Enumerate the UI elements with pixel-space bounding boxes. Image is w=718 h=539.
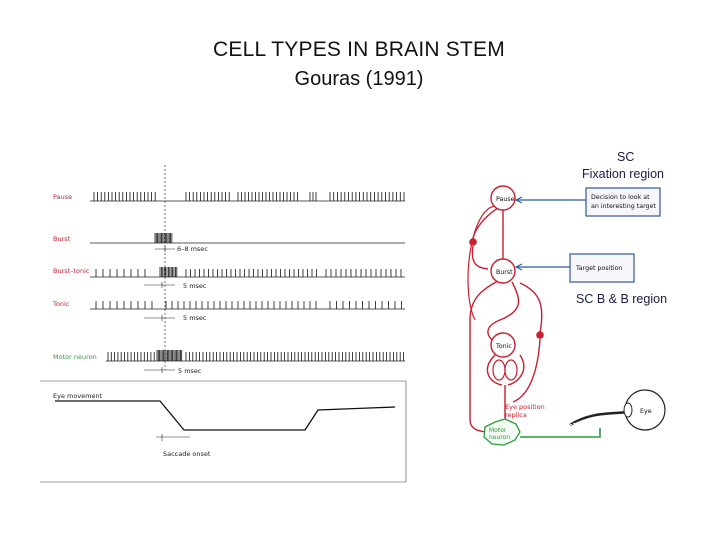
burst-spikes [154, 233, 173, 243]
eye-position-replica-1: Eye position [505, 403, 545, 411]
timing-annotation-3: 5 msec [144, 314, 207, 322]
integrator-left [492, 359, 506, 381]
spike-trains-panel: Pause Burst Burst–tonic Tonic Motor neur… [40, 165, 407, 483]
trace-label-pause: Pause [53, 193, 72, 201]
eye-movement-panel: Eye movement Saccade onset [40, 380, 407, 483]
timing-annotation-4: 5 msec [144, 367, 202, 375]
inhibitory-synapse-2 [536, 331, 544, 339]
motor-spikes [107, 350, 405, 361]
sc-fixation-label-1: SC [617, 150, 635, 164]
svg-text:neuron: neuron [489, 434, 510, 441]
svg-text:6–8 msec: 6–8 msec [177, 245, 208, 253]
timing-annotation-1: 6–8 msec [155, 245, 208, 253]
eye-movement-label: Eye movement [53, 392, 103, 400]
sc-fixation-label-2: Fixation region [582, 167, 664, 181]
svg-text:5 msec: 5 msec [178, 367, 202, 375]
pause-spikes [93, 192, 405, 201]
saccade-circuit-diagram: Pause Burst Tonic Eye position replica M… [467, 185, 666, 446]
eye-position-replica-2: replica [505, 411, 527, 419]
svg-text:Tonic: Tonic [495, 343, 512, 350]
burst-tonic-spikes [95, 267, 402, 277]
eye-position-trace [55, 400, 396, 431]
integrator-right [504, 359, 518, 381]
trace-label-motor-neuron: Motor neuron [53, 353, 97, 361]
slide-title: CELL TYPES IN BRAIN STEM [213, 38, 505, 61]
svg-text:Burst: Burst [496, 269, 513, 276]
inhibitory-synapse-1 [469, 238, 477, 246]
svg-text:Decision to look at: Decision to look at [591, 194, 650, 201]
decision-box [585, 187, 661, 217]
burst-to-motor [469, 279, 501, 433]
motor-neuron-cell [483, 418, 521, 446]
pause-neuron [490, 185, 516, 211]
saccade-onset-label: Saccade onset [163, 450, 211, 458]
eye-muscle [569, 410, 631, 427]
trace-label-burst-tonic: Burst–tonic [53, 267, 90, 275]
svg-text:Target position: Target position [575, 265, 622, 272]
motor-output-line [520, 428, 601, 438]
burst-neuron [490, 258, 516, 284]
svg-text:5 msec: 5 msec [183, 282, 207, 290]
tonic-spikes [95, 301, 402, 309]
sc-bb-region-label: SC B & B region [576, 292, 668, 306]
svg-text:an interesting target: an interesting target [591, 203, 656, 210]
target-position-box [569, 253, 635, 283]
svg-text:5 msec: 5 msec [183, 314, 207, 322]
timing-annotation-2: 5 msec [144, 282, 207, 290]
trace-label-burst: Burst [53, 235, 71, 243]
tonic-neuron [490, 332, 516, 358]
svg-text:Motor: Motor [489, 427, 507, 434]
slide-subtitle: Gouras (1991) [294, 68, 424, 90]
svg-text:Pause: Pause [496, 196, 515, 203]
eye-label: Eye [640, 408, 652, 415]
trace-label-tonic: Tonic [52, 300, 70, 308]
